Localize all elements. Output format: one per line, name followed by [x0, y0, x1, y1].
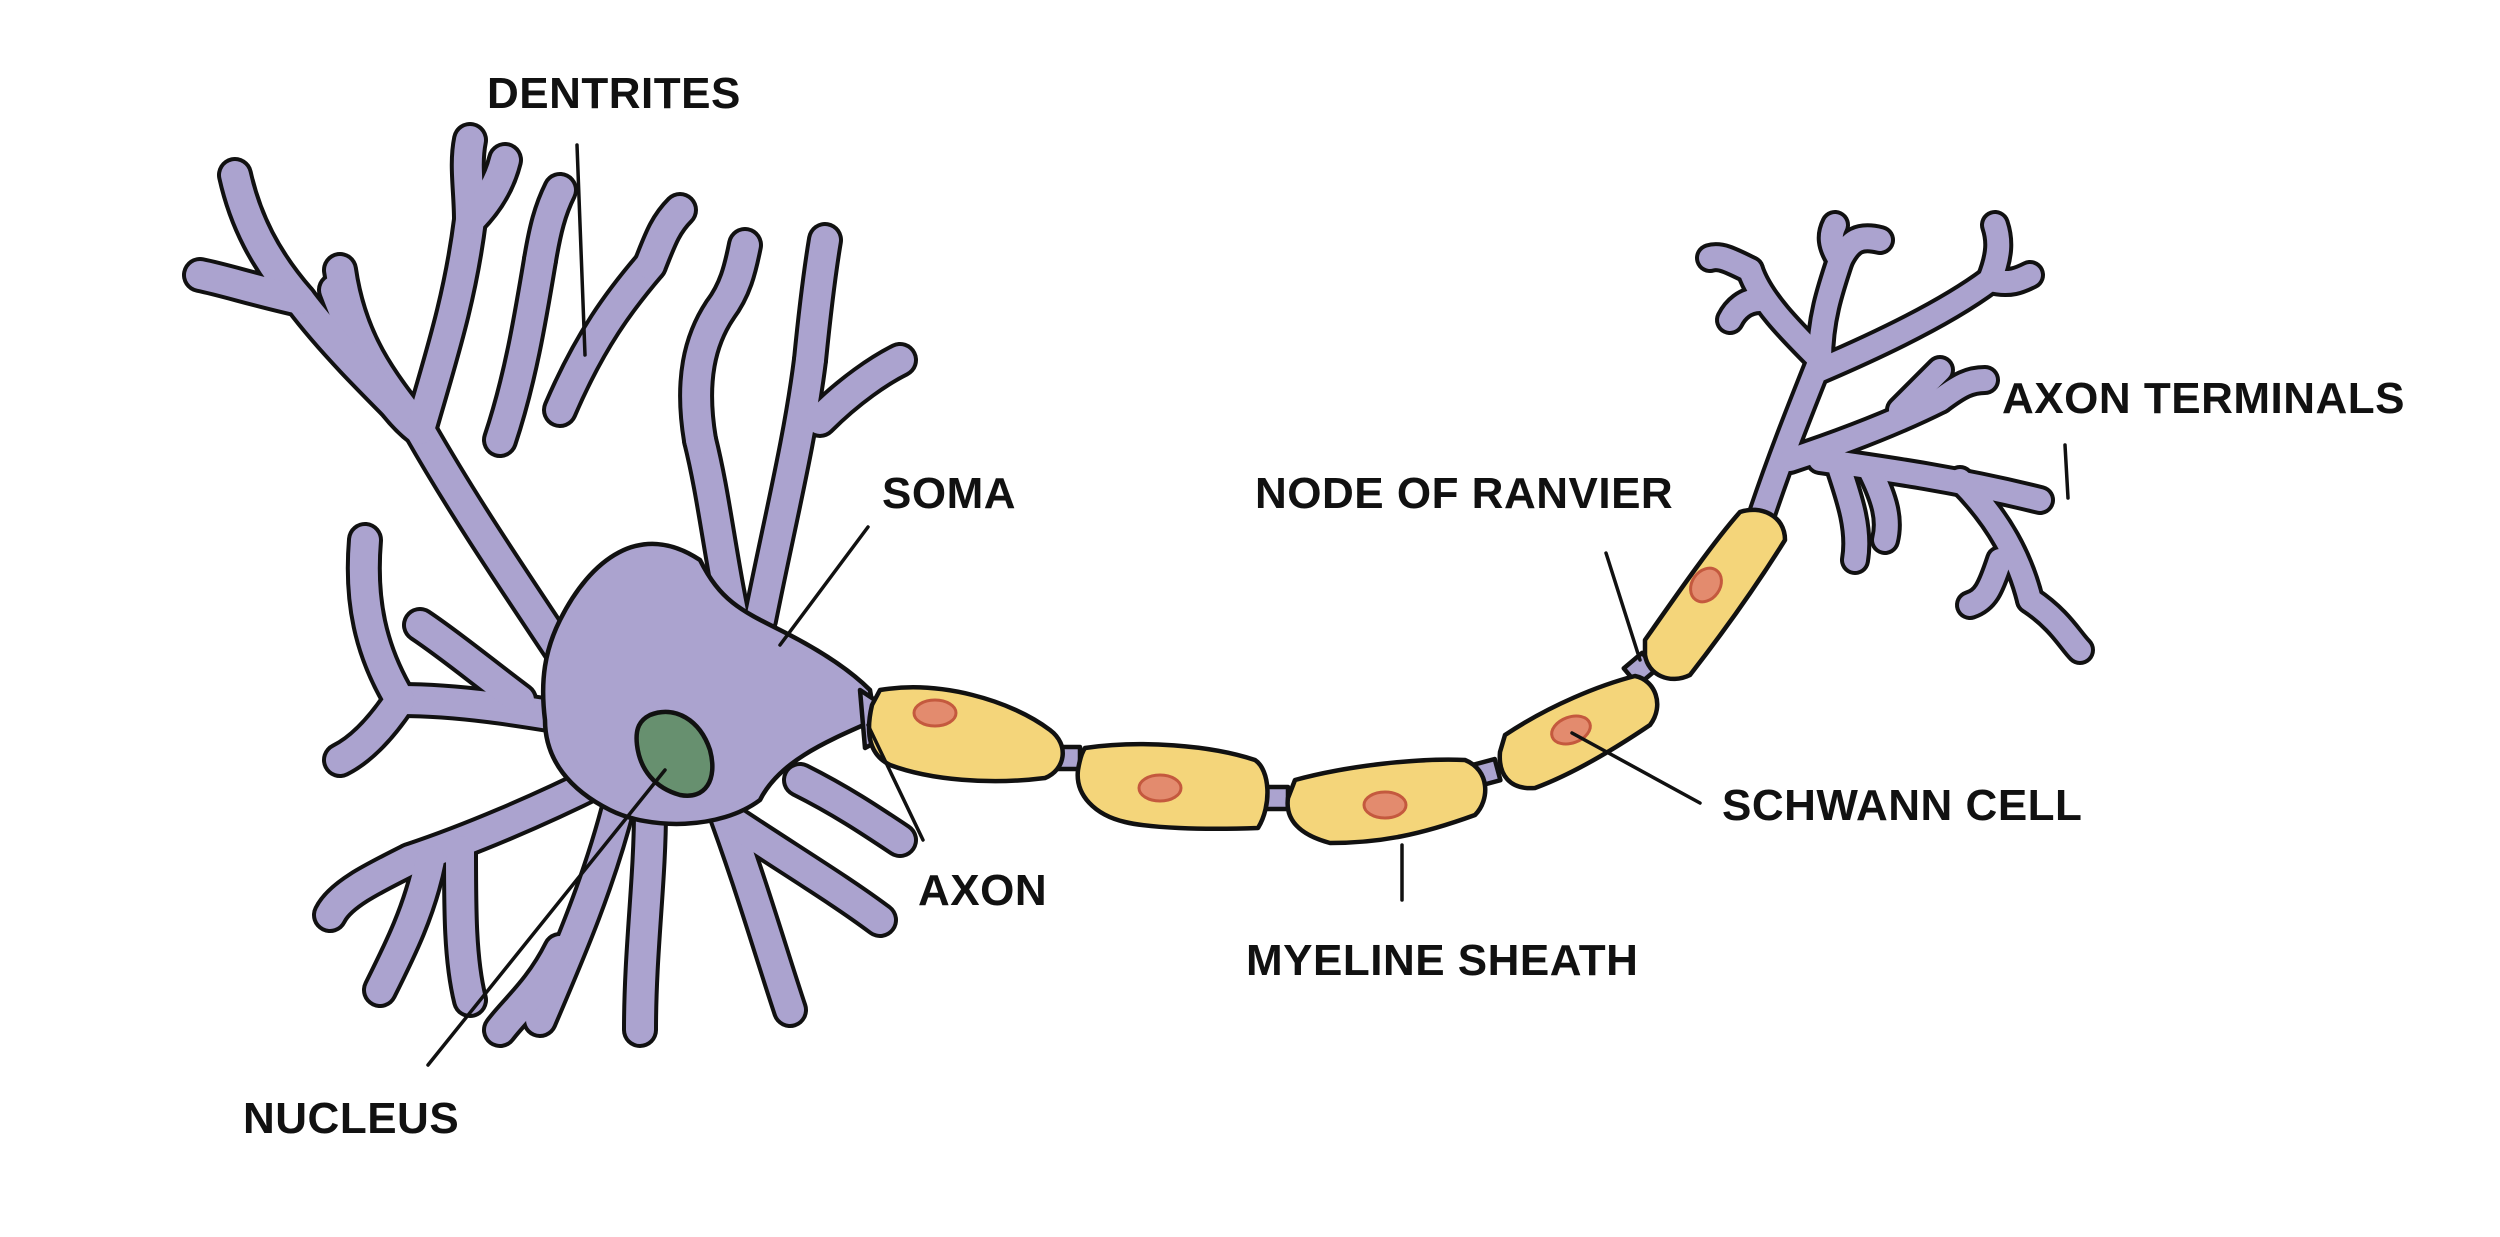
leader-lines [426, 143, 2070, 1067]
leader-dentrites [575, 143, 587, 357]
schwann-cell-3 [1285, 757, 1488, 846]
label-node-of-ranvier: NODE OF RANVIER [1255, 469, 1673, 518]
schwann-nucleus [1689, 566, 1723, 604]
label-schwann-cell: SCHWANN CELL [1722, 781, 2082, 830]
leader-schwann-cell [1570, 731, 1702, 805]
schwann-cell-5 [1642, 507, 1788, 682]
nucleus [634, 709, 715, 799]
schwann-nucleus [912, 698, 958, 728]
schwann-nucleus [1137, 773, 1183, 803]
leader-axon-terminals [2063, 443, 2070, 500]
label-nucleus: NUCLEUS [243, 1094, 459, 1143]
schwann-nucleus [1362, 790, 1408, 820]
leader-nucleus [426, 768, 667, 1067]
label-soma: SOMA [882, 469, 1016, 518]
label-axon-terminals: AXON TERMINALS [2002, 374, 2405, 423]
schwann-cell-1 [866, 685, 1065, 784]
dendrites [182, 122, 918, 1048]
leader-soma [778, 525, 870, 647]
labels: DENTRITES SOMA NODE OF RANVIER AXON TERM… [243, 69, 2405, 1143]
schwann-cell-4 [1497, 673, 1660, 791]
label-myeline-sheath: MYELINE SHEATH [1246, 936, 1638, 985]
leader-axon [866, 723, 925, 842]
label-dentrites: DENTRITES [487, 69, 741, 118]
axon-terminals [1695, 210, 2095, 665]
schwann-cell-2 [1075, 742, 1270, 831]
leader-node-of-ranvier [1604, 551, 1642, 662]
label-axon: AXON [918, 866, 1047, 915]
soma-body [540, 541, 878, 827]
myelin-sheath [866, 507, 1788, 846]
